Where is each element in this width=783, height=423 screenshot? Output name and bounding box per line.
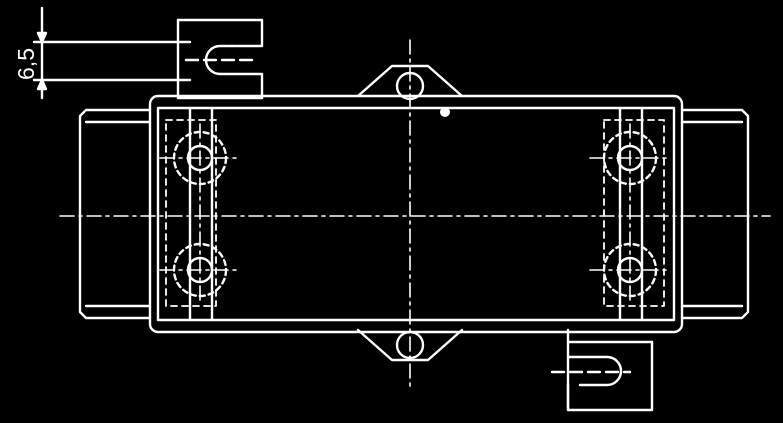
dimension-label: 6,5 (13, 48, 39, 80)
marker-dot (440, 107, 450, 117)
main-body (148, 94, 684, 334)
right-end-cap (680, 108, 750, 320)
hidden-line-boxes (165, 119, 665, 307)
top-mounting-clip (176, 18, 264, 100)
dimension-annotation (32, 6, 192, 100)
left-end-cap (78, 108, 152, 320)
center-lines (59, 39, 771, 391)
bottom-mounting-clip (550, 328, 654, 412)
